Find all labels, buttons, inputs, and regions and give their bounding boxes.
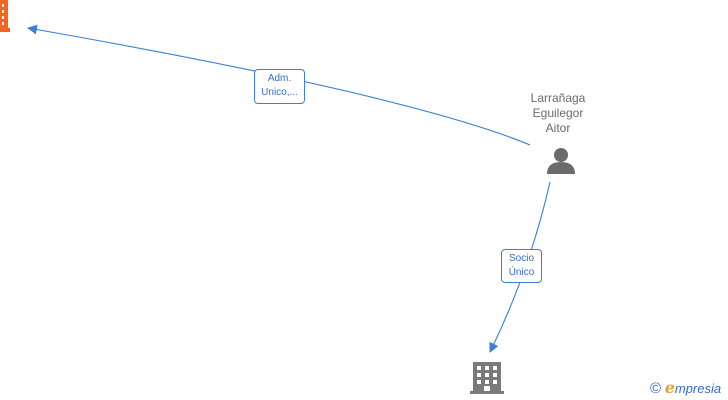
edge-label-line: Adm. (267, 73, 292, 84)
edge-label-line: Socio (508, 253, 534, 264)
edge-label-line: Unico,... (261, 87, 298, 98)
company-node-top[interactable] (0, 0, 10, 32)
person-icon (547, 148, 575, 174)
brand-logo-initial: e (664, 378, 675, 397)
edge-label-socio-unico[interactable]: Socio Único (501, 249, 542, 283)
person-name-line: Eguilegor (532, 106, 584, 120)
person-name-line: Aitor (545, 121, 571, 135)
brand-logo-text: mpresia (674, 381, 722, 396)
edge-label-line: Único (508, 267, 535, 278)
company-node-bottom[interactable] (470, 362, 504, 394)
person-node[interactable] (547, 148, 575, 174)
building-icon (0, 0, 10, 32)
edge-label-adm-unico[interactable]: Adm. Unico,... (254, 69, 305, 104)
person-name-line: Larrañaga (530, 91, 586, 105)
edge-adm-unico (27, 24, 531, 146)
person-name-label[interactable]: Larrañaga Eguilegor Aitor (508, 91, 608, 136)
copyright-symbol: © (650, 380, 662, 397)
building-icon (470, 362, 504, 394)
brand-footer: © empresia (650, 378, 721, 397)
